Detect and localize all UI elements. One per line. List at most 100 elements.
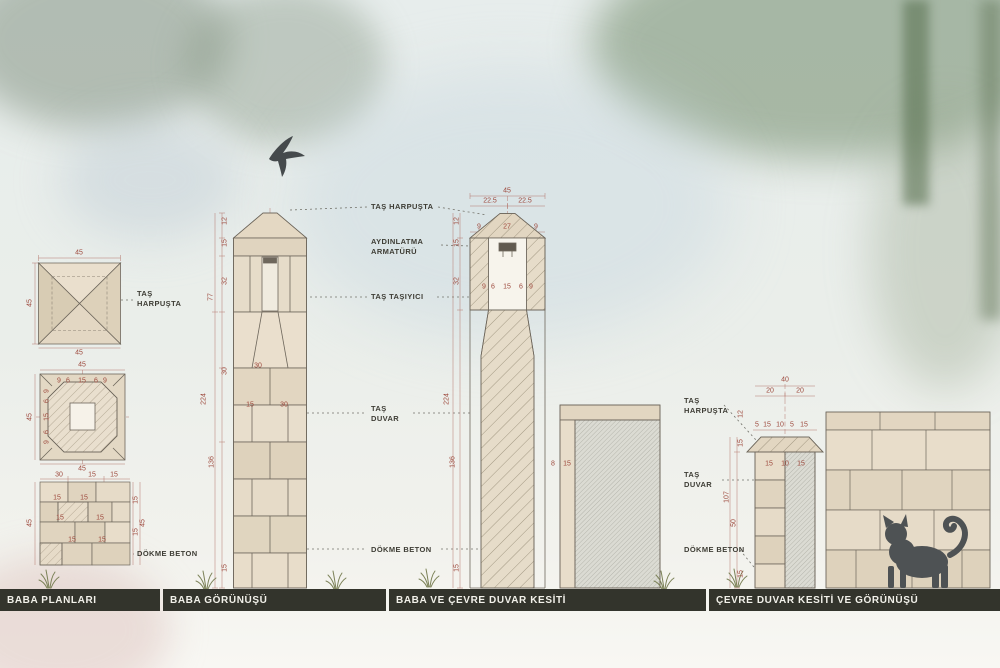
- dimension-label: 22.5: [518, 197, 532, 205]
- dimension-label: 77: [207, 293, 215, 301]
- dimension-label: 10: [781, 460, 789, 468]
- dimension-label: 6: [94, 377, 98, 385]
- label-tas-duvar-right: TAŞ DUVAR: [684, 470, 713, 489]
- dimension-label: 15: [68, 536, 76, 544]
- dimension-label: 15: [98, 536, 106, 544]
- dimension-label: 15: [737, 439, 745, 447]
- dimension-label: 9: [43, 440, 51, 444]
- dimension-label: 45: [139, 519, 147, 527]
- dimension-label: 9: [103, 377, 107, 385]
- dimension-label: 27: [503, 223, 511, 231]
- dimension-label: 9: [57, 377, 61, 385]
- dimension-label: 15: [88, 471, 96, 479]
- plan-coping-drawing: [37, 262, 122, 345]
- dimension-label: 9: [482, 283, 486, 291]
- dimension-label: 15: [221, 239, 229, 247]
- dimension-label: 45: [26, 519, 34, 527]
- dimension-label: 15: [43, 413, 51, 421]
- dimension-label: 32: [453, 277, 461, 285]
- dimension-label: 9: [534, 223, 538, 231]
- dimension-label: 30: [280, 401, 288, 409]
- dimension-label: 10: [776, 421, 784, 429]
- dimension-label: 15: [80, 494, 88, 502]
- dimension-label: 15: [797, 460, 805, 468]
- label-tas-tasiyici: TAŞ TAŞIYICI: [371, 292, 424, 301]
- dimension-label: 15: [110, 471, 118, 479]
- titlebar-baba-gorunusu: BABA GÖRÜNÜŞÜ: [163, 589, 386, 611]
- dimension-label: 5: [755, 421, 759, 429]
- wall-post-section-drawing: [746, 436, 824, 589]
- dimension-label: 136: [208, 456, 216, 468]
- dimension-label: 45: [75, 349, 83, 357]
- dimension-label: 12: [453, 217, 461, 225]
- dimension-label: 9: [43, 389, 51, 393]
- dimension-label: 15: [453, 564, 461, 572]
- dimension-label: 45: [78, 465, 86, 473]
- dimension-label: 15: [132, 496, 140, 504]
- dimension-label: 32: [221, 277, 229, 285]
- label-dokme-beton-right: DÖKME BETON: [684, 545, 745, 554]
- dimension-label: 107: [723, 491, 731, 503]
- dimension-label: 15: [96, 514, 104, 522]
- dimension-label: 15: [765, 460, 773, 468]
- dimension-label: 15: [763, 421, 771, 429]
- dimension-label: 5: [790, 421, 794, 429]
- dimension-label: 15: [221, 564, 229, 572]
- label-tas-harpusta-plan: TAŞ HARPUŞTA: [137, 289, 182, 308]
- dimension-label: 15: [563, 460, 571, 468]
- label-aydinlatma-armaturu: AYDINLATMA ARMATÜRÜ: [371, 237, 424, 256]
- dimension-label: 15: [78, 377, 86, 385]
- post-section-drawing: [468, 213, 547, 589]
- dimension-label: 15: [503, 283, 511, 291]
- dimension-label: 6: [43, 399, 51, 403]
- titlebar-baba-ve-cevre-duvar-kesiti: BABA VE ÇEVRE DUVAR KESİTİ: [389, 589, 706, 611]
- bird-icon: [269, 136, 305, 177]
- cat-icon: [883, 514, 968, 588]
- dimension-label: 6: [43, 430, 51, 434]
- dimension-label: 15: [56, 514, 64, 522]
- label-tas-duvar-center: TAŞ DUVAR: [371, 404, 400, 423]
- dimension-lines: [32, 193, 817, 589]
- dimension-label: 45: [75, 249, 83, 257]
- dimension-label: 15: [453, 239, 461, 247]
- dimension-label: 40: [781, 376, 789, 384]
- dimension-label: 9: [529, 283, 533, 291]
- tree-trunk: [903, 0, 929, 205]
- dimension-label: 8: [551, 460, 555, 468]
- plan-post-drawing: [39, 373, 126, 461]
- dimension-label: 22.5: [483, 197, 497, 205]
- dimension-label: 15: [246, 401, 254, 409]
- plan-base-drawing: [39, 481, 131, 566]
- dimension-label: 45: [503, 187, 511, 195]
- dimension-label: 15: [132, 528, 140, 536]
- dimension-label: 20: [766, 387, 774, 395]
- tree-trunk-edge: [980, 0, 1000, 320]
- dimension-label: 15: [53, 494, 61, 502]
- dimension-label: 12: [221, 217, 229, 225]
- dimension-label: 30: [221, 367, 229, 375]
- label-tas-harpusta-right: TAŞ HARPUŞTA: [684, 396, 729, 415]
- dimension-label: 12: [737, 410, 745, 418]
- dimension-label: 224: [443, 393, 451, 405]
- dimension-label: 9: [477, 223, 481, 231]
- dimension-label: 30: [55, 471, 63, 479]
- wall-section-drawing: [559, 404, 661, 589]
- leader-lines: [121, 206, 759, 573]
- label-tas-harpusta-center: TAŞ HARPUŞTA: [371, 202, 434, 211]
- dimension-label: 6: [519, 283, 523, 291]
- titlebar-baba-planlari: BABA PLANLARI: [0, 589, 160, 611]
- post-elevation-drawing: [232, 212, 308, 589]
- dimension-label: 45: [26, 413, 34, 421]
- label-dokme-beton-center: DÖKME BETON: [371, 545, 432, 554]
- dimension-label: 45: [78, 361, 86, 369]
- dimension-label: 6: [491, 283, 495, 291]
- dimension-label: 30: [254, 362, 262, 370]
- dimension-label: 15: [800, 421, 808, 429]
- dimension-label: 20: [796, 387, 804, 395]
- dimension-label: 224: [200, 393, 208, 405]
- dimension-label: 45: [26, 299, 34, 307]
- dimension-label: 50: [730, 519, 738, 527]
- label-dokme-beton-plan: DÖKME BETON: [137, 549, 198, 558]
